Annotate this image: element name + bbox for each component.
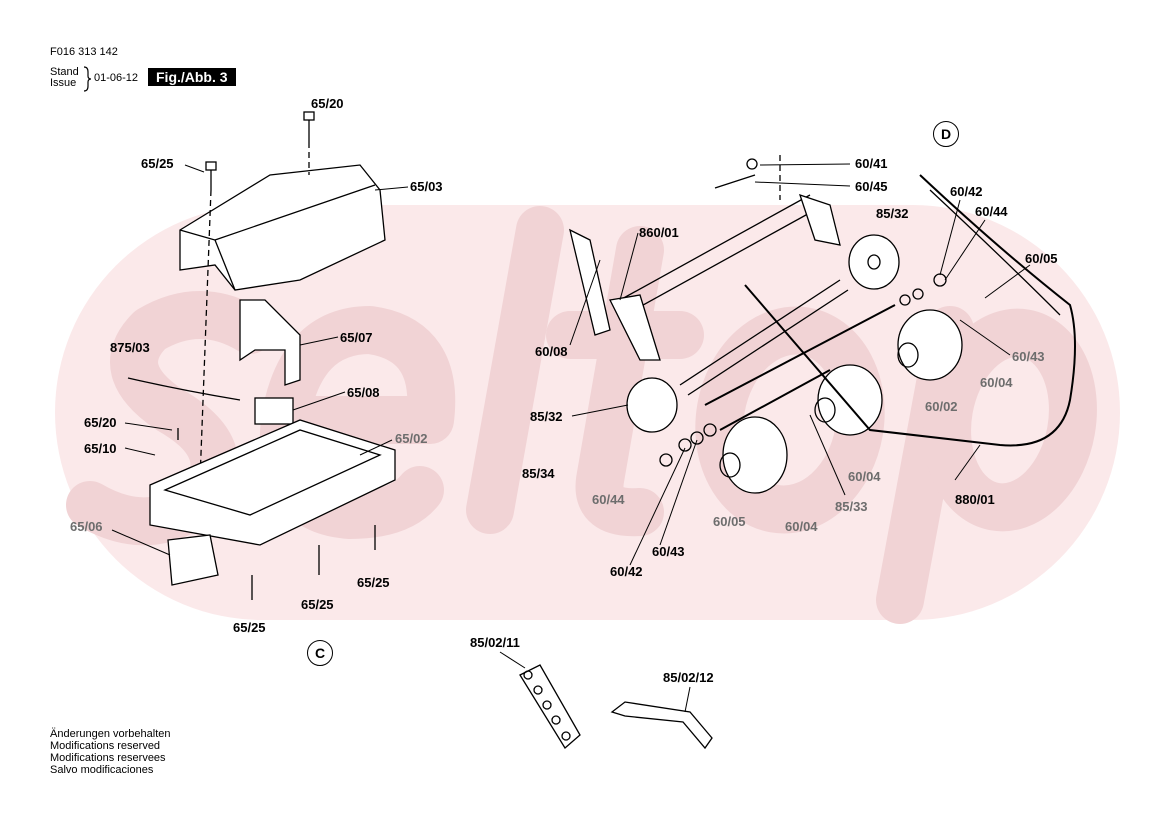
part-label: 65/25 <box>357 575 390 590</box>
part-label: 65/25 <box>301 597 334 612</box>
wrench-85-02-11 <box>519 664 581 749</box>
part-label: 65/20 <box>84 415 117 430</box>
part-label: 85/02/12 <box>663 670 714 685</box>
rollers <box>719 309 963 494</box>
part-label: 65/03 <box>410 179 443 194</box>
note-line: Salvo modificaciones <box>50 764 154 776</box>
part-label: 60/05 <box>713 514 746 529</box>
part-label: 85/33 <box>835 499 868 514</box>
part-label: 880/01 <box>955 492 995 507</box>
part-label: 65/07 <box>340 330 373 345</box>
switch-part <box>254 397 294 425</box>
wheel-85-32 <box>626 377 678 433</box>
part-label: 860/01 <box>639 225 679 240</box>
part-label: 60/05 <box>1025 251 1058 266</box>
frame-bar <box>619 194 816 316</box>
note-line: Modifications reservees <box>50 752 166 764</box>
part-label: 60/08 <box>535 344 568 359</box>
figure-badge: Fig./Abb. 3 <box>148 68 236 86</box>
part-label: 85/32 <box>530 409 563 424</box>
part-label: 60/02 <box>925 399 958 414</box>
part-label: 85/34 <box>522 466 555 481</box>
part-label: 65/10 <box>84 441 117 456</box>
cable <box>127 377 241 401</box>
part-label: 60/44 <box>592 492 625 507</box>
foot-part <box>167 534 219 586</box>
watermark-letter-t <box>546 226 704 537</box>
part-label: 60/41 <box>855 156 888 171</box>
assembly-line <box>199 189 212 481</box>
part-label: 60/45 <box>855 179 888 194</box>
part-label: 60/43 <box>652 544 685 559</box>
leader-lines <box>111 163 1031 713</box>
part-label: 60/43 <box>1012 349 1045 364</box>
issue-date: 01-06-12 <box>94 72 139 84</box>
part-label: 60/04 <box>785 519 818 534</box>
part-label: 60/42 <box>610 564 643 579</box>
note-line: Modifications reserved <box>50 740 161 752</box>
part-label: 65/02 <box>395 431 428 446</box>
part-label: 60/42 <box>950 184 983 199</box>
note-line: Änderungen vorbehalten <box>50 728 171 740</box>
wheel-85-32-right <box>848 234 900 290</box>
part-label: 65/25 <box>233 620 266 635</box>
part-label: 85/32 <box>876 206 909 221</box>
roller-shaft <box>679 279 849 396</box>
part-label: 85/02/11 <box>470 635 520 650</box>
issue-label: Issue <box>50 77 77 89</box>
guard-part <box>239 299 301 386</box>
bracket-60-08 <box>569 228 611 336</box>
part-label: 60/04 <box>848 469 881 484</box>
part-label: 60/44 <box>975 204 1008 219</box>
part-label: 875/03 <box>110 340 150 355</box>
watermark-letter-l <box>466 206 564 534</box>
document-number: F016 313 142 <box>50 46 118 58</box>
screw-65-20-top <box>303 111 315 142</box>
modifications-note: Änderungen vorbehalten Modifications res… <box>50 728 170 776</box>
callout-d: D <box>933 121 959 147</box>
hex-key-85-02-12 <box>610 701 713 750</box>
screws-bottom <box>177 428 376 600</box>
part-label: 65/25 <box>141 156 174 171</box>
stand-label: Stand <box>50 66 79 78</box>
part-label: 65/20 <box>311 96 344 111</box>
part-label: 65/08 <box>347 385 380 400</box>
bolt-60-45 <box>714 158 758 189</box>
part-label: 60/04 <box>980 375 1013 390</box>
brace-icon <box>83 66 92 92</box>
part-label: 65/06 <box>70 519 103 534</box>
base-part <box>149 419 396 546</box>
cover-part <box>179 164 386 291</box>
handle-880-01 <box>744 174 1076 447</box>
stand-issue: Stand Issue <box>50 67 79 89</box>
washers <box>659 273 947 467</box>
screw-65-25-top <box>205 161 217 190</box>
callout-c: C <box>307 640 333 666</box>
threaded-rod <box>704 304 896 406</box>
